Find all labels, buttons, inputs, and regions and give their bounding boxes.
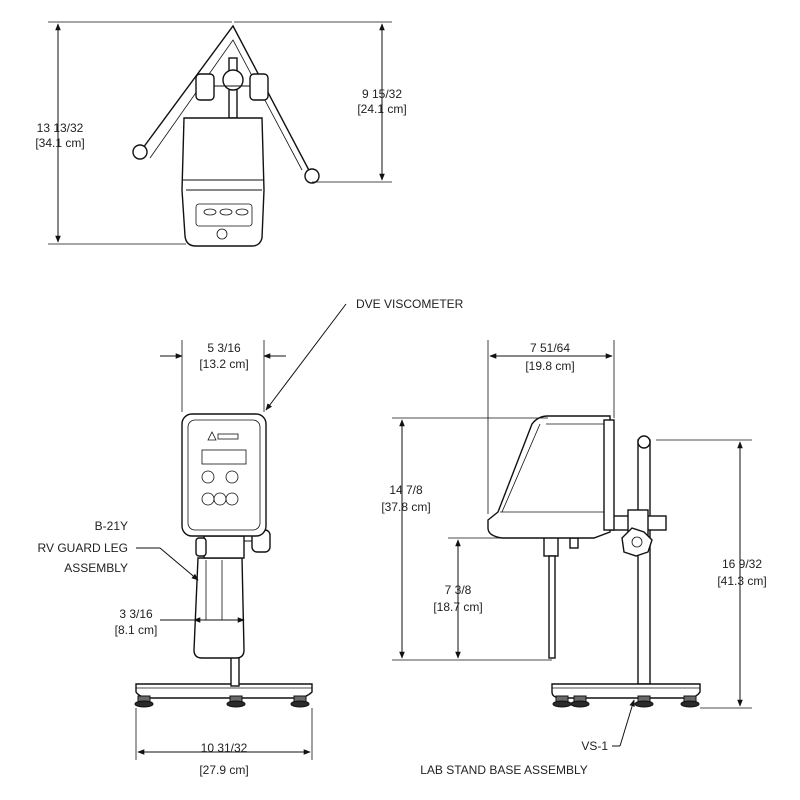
dim-side-lower-height: 7 3/8 [18.7 cm]	[433, 537, 500, 659]
dim-side-head-depth: 7 51/64 [19.8 cm]	[487, 340, 615, 514]
side-lower-height-in: 7 3/8	[445, 583, 472, 597]
side-lower-height-cm: [18.7 cm]	[433, 600, 482, 614]
top-upper-height-in: 9 15/32	[362, 87, 402, 101]
side-total-height-cm: [41.3 cm]	[717, 574, 766, 588]
side-head-depth-cm: [19.8 cm]	[525, 359, 574, 373]
front-guard-width-cm: [8.1 cm]	[115, 623, 158, 637]
dim-side-total-height: 16 9/32 [41.3 cm]	[656, 439, 767, 709]
dim-front-guard-width: 3 3/16 [8.1 cm]	[115, 607, 245, 637]
side-head-height-in: 14 7/8	[389, 483, 423, 497]
dim-front-base-width: 10 31/32 [27.9 cm]	[135, 708, 313, 777]
side-view	[487, 415, 701, 708]
guard-leg-assembly: ASSEMBLY	[64, 561, 128, 575]
label-stand: VS-1 LAB STAND BASE ASSEMBLY	[420, 699, 635, 777]
dim-side-head-height: 14 7/8 [37.8 cm]	[381, 417, 552, 661]
top-total-height-in: 13 13/32	[37, 121, 84, 135]
front-guard-width-in: 3 3/16	[119, 607, 153, 621]
label-viscometer: DVE VISCOMETER	[265, 297, 464, 411]
front-head-width-cm: [13.2 cm]	[199, 357, 248, 371]
front-base-width-in: 10 31/32	[201, 741, 248, 755]
front-base-width-cm: [27.9 cm]	[199, 763, 248, 777]
viscometer-label: DVE VISCOMETER	[356, 297, 464, 311]
side-head-height-cm: [37.8 cm]	[381, 500, 430, 514]
top-total-height-cm: [34.1 cm]	[35, 136, 84, 150]
guard-leg-code: B-21Y	[95, 519, 128, 533]
side-total-height-in: 16 9/32	[722, 557, 762, 571]
top-view	[132, 24, 320, 247]
side-head-depth-in: 7 51/64	[530, 341, 570, 355]
front-head-width-in: 5 3/16	[207, 341, 241, 355]
stand-code: VS-1	[581, 739, 608, 753]
guard-leg-name: RV GUARD LEG	[38, 541, 128, 555]
dim-top-upper-height: 9 15/32 [24.1 cm]	[234, 21, 407, 183]
top-upper-height-cm: [24.1 cm]	[357, 102, 406, 116]
front-view	[134, 413, 313, 708]
stand-name: LAB STAND BASE ASSEMBLY	[420, 763, 588, 777]
dim-front-head-width: 5 3/16 [13.2 cm]	[160, 340, 286, 412]
dim-top-total-height: 13 13/32 [34.1 cm]	[35, 21, 232, 245]
label-guard-leg: B-21Y RV GUARD LEG ASSEMBLY	[38, 519, 199, 581]
